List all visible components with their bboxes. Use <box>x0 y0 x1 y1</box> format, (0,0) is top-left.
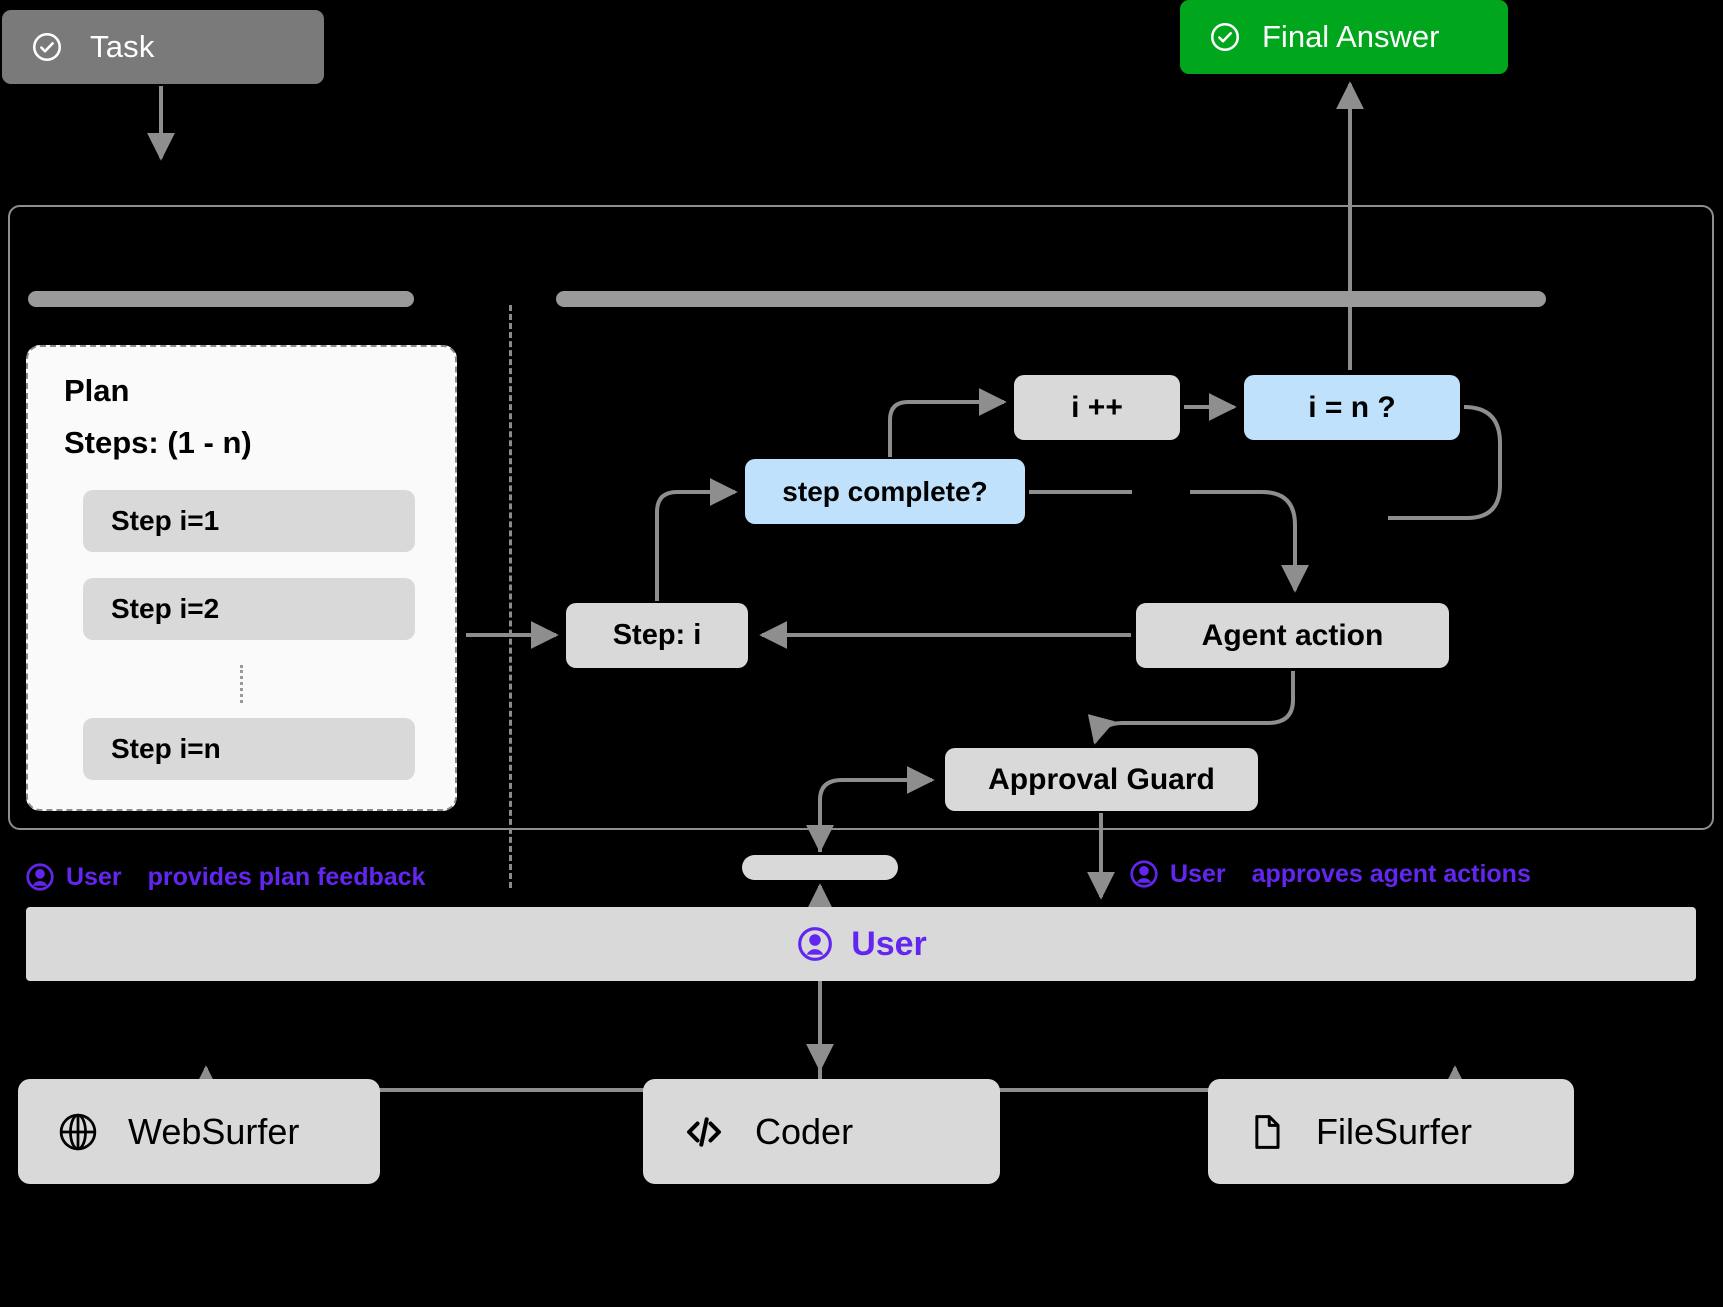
node-step-complete-label: step complete? <box>782 475 988 507</box>
agent-websurfer[interactable]: WebSurfer <box>18 1079 380 1184</box>
node-step-complete-decision[interactable]: step complete? <box>745 459 1025 524</box>
annotation-text: provides plan feedback <box>147 862 426 891</box>
agent-filesurfer[interactable]: FileSurfer <box>1208 1079 1574 1184</box>
node-step-i-label: Step: i <box>612 619 702 651</box>
plan-steps-ellipsis <box>240 665 243 703</box>
final-answer-node[interactable]: Final Answer <box>1180 0 1508 74</box>
annotation-text: approves agent actions <box>1251 859 1531 888</box>
annotation-subject: User <box>66 862 122 891</box>
node-approval-guard[interactable]: Approval Guard <box>945 748 1258 811</box>
agent-coder-label: Coder <box>755 1110 854 1152</box>
task-node[interactable]: Task <box>2 10 324 84</box>
plan-step-item[interactable]: Step i=n <box>83 718 415 780</box>
node-step-i[interactable]: Step: i <box>566 603 748 668</box>
user-circle-icon <box>795 924 835 964</box>
annotation-plan-feedback: User provides plan feedback <box>24 861 425 893</box>
execution-loop-titlebar <box>556 291 1546 307</box>
user-handoff-pill[interactable] <box>742 855 898 880</box>
check-circle-icon <box>30 30 64 64</box>
final-answer-label: Final Answer <box>1262 19 1440 54</box>
file-document-icon <box>1246 1111 1288 1153</box>
task-label: Task <box>90 29 155 64</box>
node-i-increment[interactable]: i ++ <box>1014 375 1180 440</box>
globe-icon <box>56 1110 100 1154</box>
user-lane-label: User <box>851 924 927 963</box>
plan-card: Plan Steps: (1 - n) Step i=1 Step i=2 St… <box>26 345 457 811</box>
node-i-equals-n-label: i = n ? <box>1308 390 1396 424</box>
agent-coder[interactable]: Coder <box>643 1079 1000 1184</box>
agent-filesurfer-label: FileSurfer <box>1316 1110 1473 1152</box>
annotation-approve-actions: User approves agent actions <box>1128 858 1531 890</box>
plan-section-titlebar <box>28 291 414 307</box>
orchestrator-frame <box>8 205 1714 830</box>
node-agent-action[interactable]: Agent action <box>1136 603 1449 668</box>
plan-step-item[interactable]: Step i=2 <box>83 578 415 640</box>
plan-steps-range-label: Steps: (1 - n) <box>64 425 252 460</box>
node-approval-guard-label: Approval Guard <box>988 762 1215 796</box>
section-divider <box>509 305 512 888</box>
user-lane[interactable]: User <box>26 907 1696 981</box>
annotation-subject: User <box>1170 859 1226 888</box>
node-i-increment-label: i ++ <box>1071 390 1123 424</box>
plan-step-item[interactable]: Step i=1 <box>83 490 415 552</box>
agent-websurfer-label: WebSurfer <box>128 1110 300 1152</box>
node-i-equals-n-decision[interactable]: i = n ? <box>1244 375 1460 440</box>
node-agent-action-label: Agent action <box>1201 618 1384 652</box>
user-circle-icon <box>24 861 56 893</box>
check-circle-icon <box>1208 20 1242 54</box>
code-brackets-icon <box>681 1109 727 1155</box>
plan-title: Plan <box>64 373 130 408</box>
user-circle-icon <box>1128 858 1160 890</box>
